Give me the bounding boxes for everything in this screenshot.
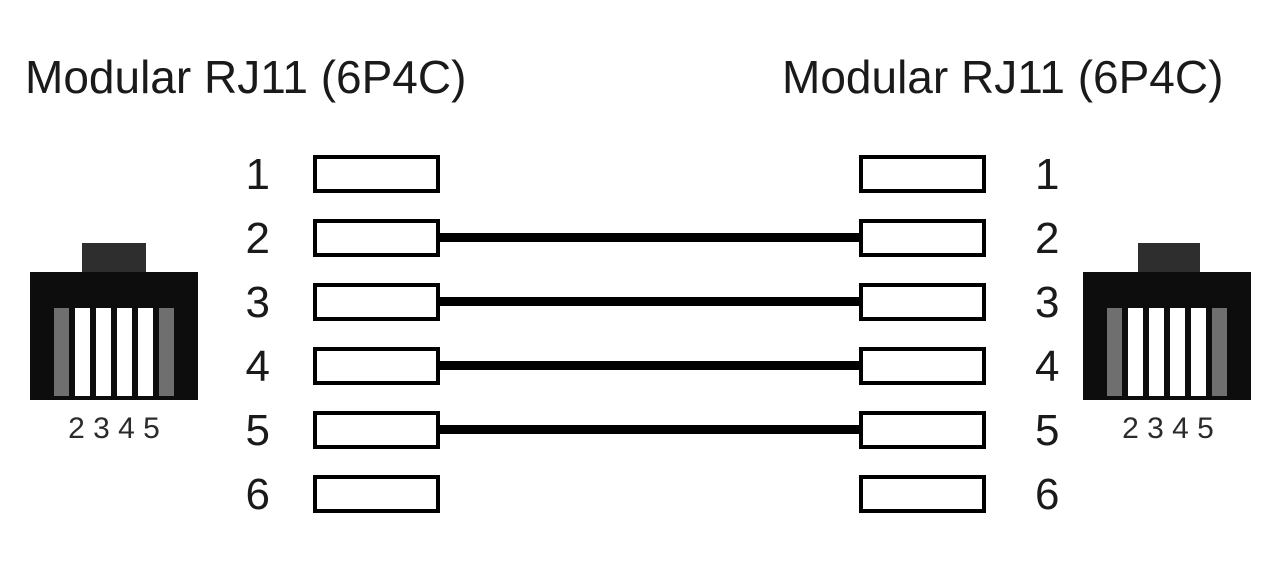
left-pin-number: 3 <box>245 278 270 327</box>
right-pin-number: 5 <box>1035 406 1060 455</box>
left-rj11-connector-icon <box>30 243 198 400</box>
pin-slot <box>1149 308 1164 396</box>
right-pin-number: 4 <box>1035 342 1060 391</box>
left-connector-title: Modular RJ11 (6P4C) <box>25 51 467 103</box>
pin-slot <box>1128 308 1143 396</box>
right-pin-number: 1 <box>1035 150 1060 199</box>
left-pin-number: 1 <box>245 150 270 199</box>
left-pin-box <box>313 283 440 321</box>
right-pin-number: 3 <box>1035 278 1060 327</box>
right-connector-title: Modular RJ11 (6P4C) <box>782 51 1224 103</box>
pin-slot <box>117 308 132 396</box>
left-connector-pin-label: 2 3 4 5 <box>68 412 160 445</box>
left-pin-box <box>313 475 440 513</box>
right-pin-box <box>859 411 986 449</box>
connector-tab <box>82 243 146 277</box>
wire <box>438 233 861 242</box>
left-pin-box <box>313 347 440 385</box>
right-pin-box <box>859 475 986 513</box>
left-pin-box <box>313 155 440 193</box>
pin-slot <box>159 308 174 396</box>
pin-slot <box>75 308 90 396</box>
right-connector-pin-label: 2 3 4 5 <box>1122 412 1214 445</box>
right-pin-box <box>859 283 986 321</box>
right-pin-box <box>859 347 986 385</box>
pin-slot <box>1170 308 1185 396</box>
right-pin-number: 2 <box>1035 214 1060 263</box>
left-pin-number: 6 <box>245 470 270 519</box>
right-pin-number: 6 <box>1035 470 1060 519</box>
pin-slot <box>54 308 69 396</box>
pin-row: 3 3 <box>0 278 1280 327</box>
pin-slot <box>1191 308 1206 396</box>
pin-row: 1 1 <box>0 150 1280 199</box>
connector-body <box>1083 272 1251 400</box>
wire <box>438 297 861 306</box>
pin-slot <box>96 308 111 396</box>
left-pin-box <box>313 411 440 449</box>
right-pin-box <box>859 155 986 193</box>
pin-slot <box>1212 308 1227 396</box>
left-pin-number: 5 <box>245 406 270 455</box>
pin-slot <box>138 308 153 396</box>
right-rj11-connector-icon <box>1083 243 1251 400</box>
pin-row: 2 2 <box>0 214 1280 263</box>
connector-body <box>30 272 198 400</box>
pin-row: 4 4 <box>0 342 1280 391</box>
pin-row: 5 5 <box>0 406 1280 455</box>
left-pin-number: 2 <box>245 214 270 263</box>
left-pin-box <box>313 219 440 257</box>
connector-tab <box>1138 243 1200 277</box>
pin-row: 6 6 <box>0 470 1280 519</box>
pin-slot <box>1107 308 1122 396</box>
wire <box>438 425 861 434</box>
left-pin-number: 4 <box>245 342 270 391</box>
wire <box>438 361 861 370</box>
right-pin-box <box>859 219 986 257</box>
